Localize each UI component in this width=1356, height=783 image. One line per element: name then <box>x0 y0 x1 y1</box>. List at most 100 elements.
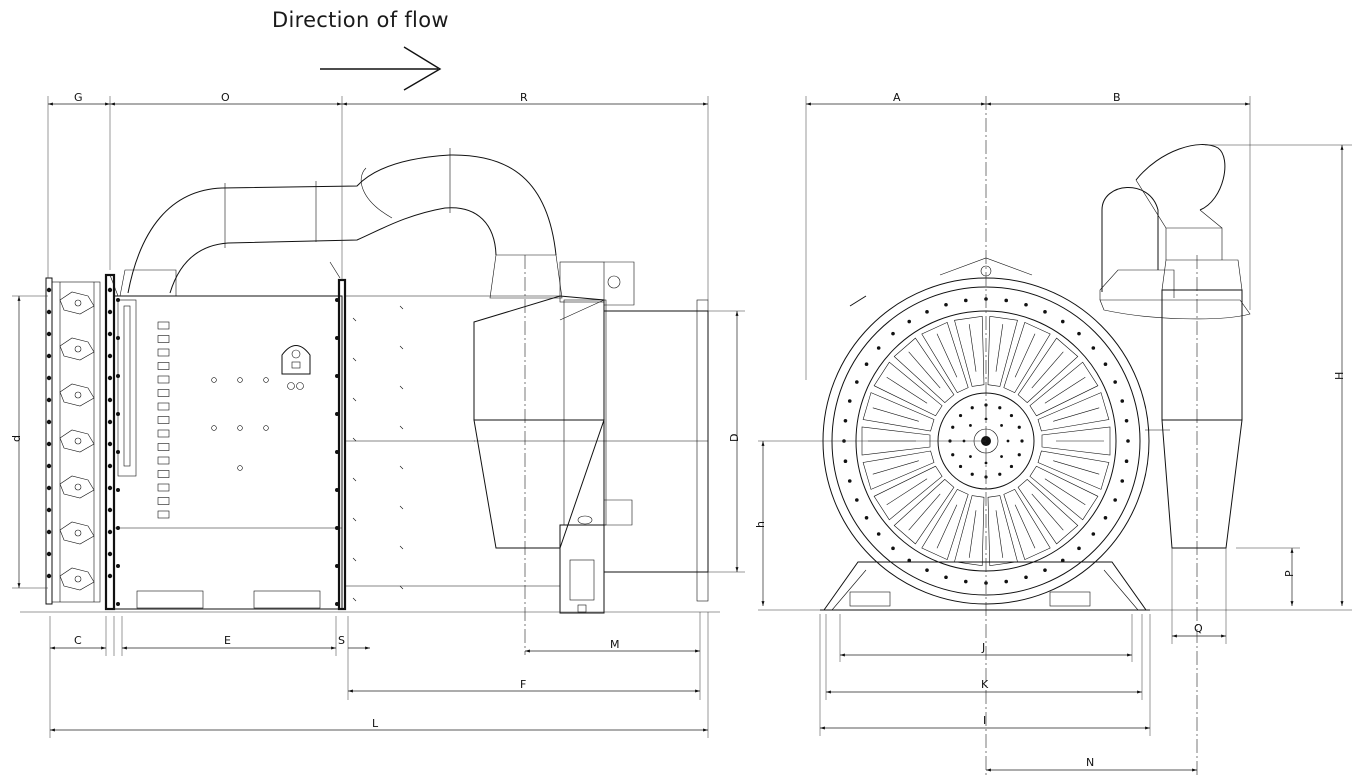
panel-hole <box>211 425 217 431</box>
bolt-dot <box>107 441 113 447</box>
dimensions-front <box>758 96 1352 772</box>
inlet-slot <box>157 375 170 384</box>
fan-blade <box>1017 478 1079 545</box>
ring-bolt <box>1103 362 1108 367</box>
bolt-dot <box>46 441 52 447</box>
ring-bolt <box>1077 331 1081 336</box>
hub-bolt <box>1000 455 1003 458</box>
bolt-dot <box>46 463 52 469</box>
clamp-pin <box>74 437 82 445</box>
cyclone <box>473 254 635 614</box>
fan-blade <box>1029 361 1099 417</box>
hub-bolt <box>969 424 972 427</box>
clamp-bracket <box>59 429 95 453</box>
panel-hole <box>237 465 243 471</box>
fan-blade <box>954 315 985 387</box>
ring-bolt <box>843 459 848 464</box>
ring-bolt <box>907 319 912 324</box>
duct-mark <box>352 397 357 402</box>
hub-bolt <box>998 406 1002 410</box>
bolt-dot <box>107 353 113 359</box>
duct-mark <box>399 545 404 550</box>
ring-bolt <box>925 310 929 314</box>
bolt-dot <box>107 309 113 315</box>
ring-bolt <box>1004 579 1009 584</box>
inlet-slot <box>157 456 170 465</box>
label-I: I <box>983 714 986 727</box>
hub-bolt <box>1020 439 1024 443</box>
inlet-slot <box>157 335 170 343</box>
hub-bolt <box>1017 453 1021 457</box>
edge-bolt <box>116 450 120 454</box>
blade-rib <box>936 333 958 378</box>
flow-direction-title: Direction of flow <box>272 8 449 32</box>
ring-bolt <box>1024 575 1028 580</box>
duct-mark <box>399 505 404 510</box>
label-C: C <box>74 634 82 647</box>
label-R: R <box>520 91 528 104</box>
fan-blades <box>861 315 1111 567</box>
ring-bolt <box>1043 568 1047 572</box>
bolt-dot <box>46 573 52 579</box>
ring-bolt <box>944 575 948 580</box>
edge-bolt <box>116 564 120 568</box>
hub-bolt <box>969 455 972 458</box>
label-S: S <box>338 634 345 647</box>
inlet-slot <box>157 402 170 411</box>
blade-rib <box>968 324 977 372</box>
clamp-bracket <box>59 475 95 499</box>
bolt-dot <box>107 551 113 557</box>
fan-blade <box>1003 321 1051 393</box>
duct-mark <box>352 357 357 362</box>
blade-rib <box>1044 376 1086 404</box>
duct-mark <box>352 437 357 442</box>
ring-bolt <box>1091 346 1096 350</box>
ring-bolt <box>855 380 859 384</box>
duct-mark <box>352 597 357 602</box>
clamp-bracket <box>59 383 95 407</box>
ring-bolt <box>963 298 968 303</box>
hub-bolt <box>958 413 963 418</box>
blade-rib <box>908 351 941 389</box>
label-d: d <box>10 435 23 442</box>
inlet-slot <box>157 470 170 478</box>
panel-hole <box>263 425 269 431</box>
hub-bolt <box>1000 424 1003 427</box>
ring-bolt <box>864 515 869 520</box>
fan-blade <box>873 361 943 417</box>
fan-blade <box>861 426 931 456</box>
duct-mark <box>399 425 404 430</box>
side-view <box>12 96 745 738</box>
label-K: K <box>981 678 989 691</box>
duct-mark <box>352 517 357 522</box>
label-h: h <box>754 521 767 528</box>
ring-bolt <box>1024 302 1028 307</box>
fan-blade <box>1037 450 1110 490</box>
duct-mark <box>352 317 357 322</box>
blade-rib <box>886 376 928 404</box>
panel-hole <box>263 377 269 383</box>
hub-bolt <box>998 472 1002 476</box>
label-Q: Q <box>1194 622 1203 635</box>
bolt-dot <box>46 309 52 315</box>
bolt-dot <box>107 485 113 491</box>
blade-rib <box>1053 407 1100 422</box>
ring-bolt <box>1060 558 1065 563</box>
label-N: N <box>1086 756 1094 769</box>
clamp-bracket <box>59 521 95 545</box>
blade-rib <box>1031 493 1064 531</box>
blade-rib <box>1053 460 1100 475</box>
panel-hole <box>237 425 243 431</box>
clamp-pin <box>74 529 82 537</box>
duct-mark <box>399 585 404 590</box>
inlet-slot <box>157 483 170 492</box>
front-view <box>758 96 1352 778</box>
edge-bolt <box>116 488 120 492</box>
fan-blade <box>987 315 1018 387</box>
base-frame <box>820 561 1150 611</box>
label-B: B <box>1113 91 1121 104</box>
clamp-pin <box>74 391 82 399</box>
fan-blade <box>893 478 955 545</box>
clamp-bracket <box>59 337 95 361</box>
